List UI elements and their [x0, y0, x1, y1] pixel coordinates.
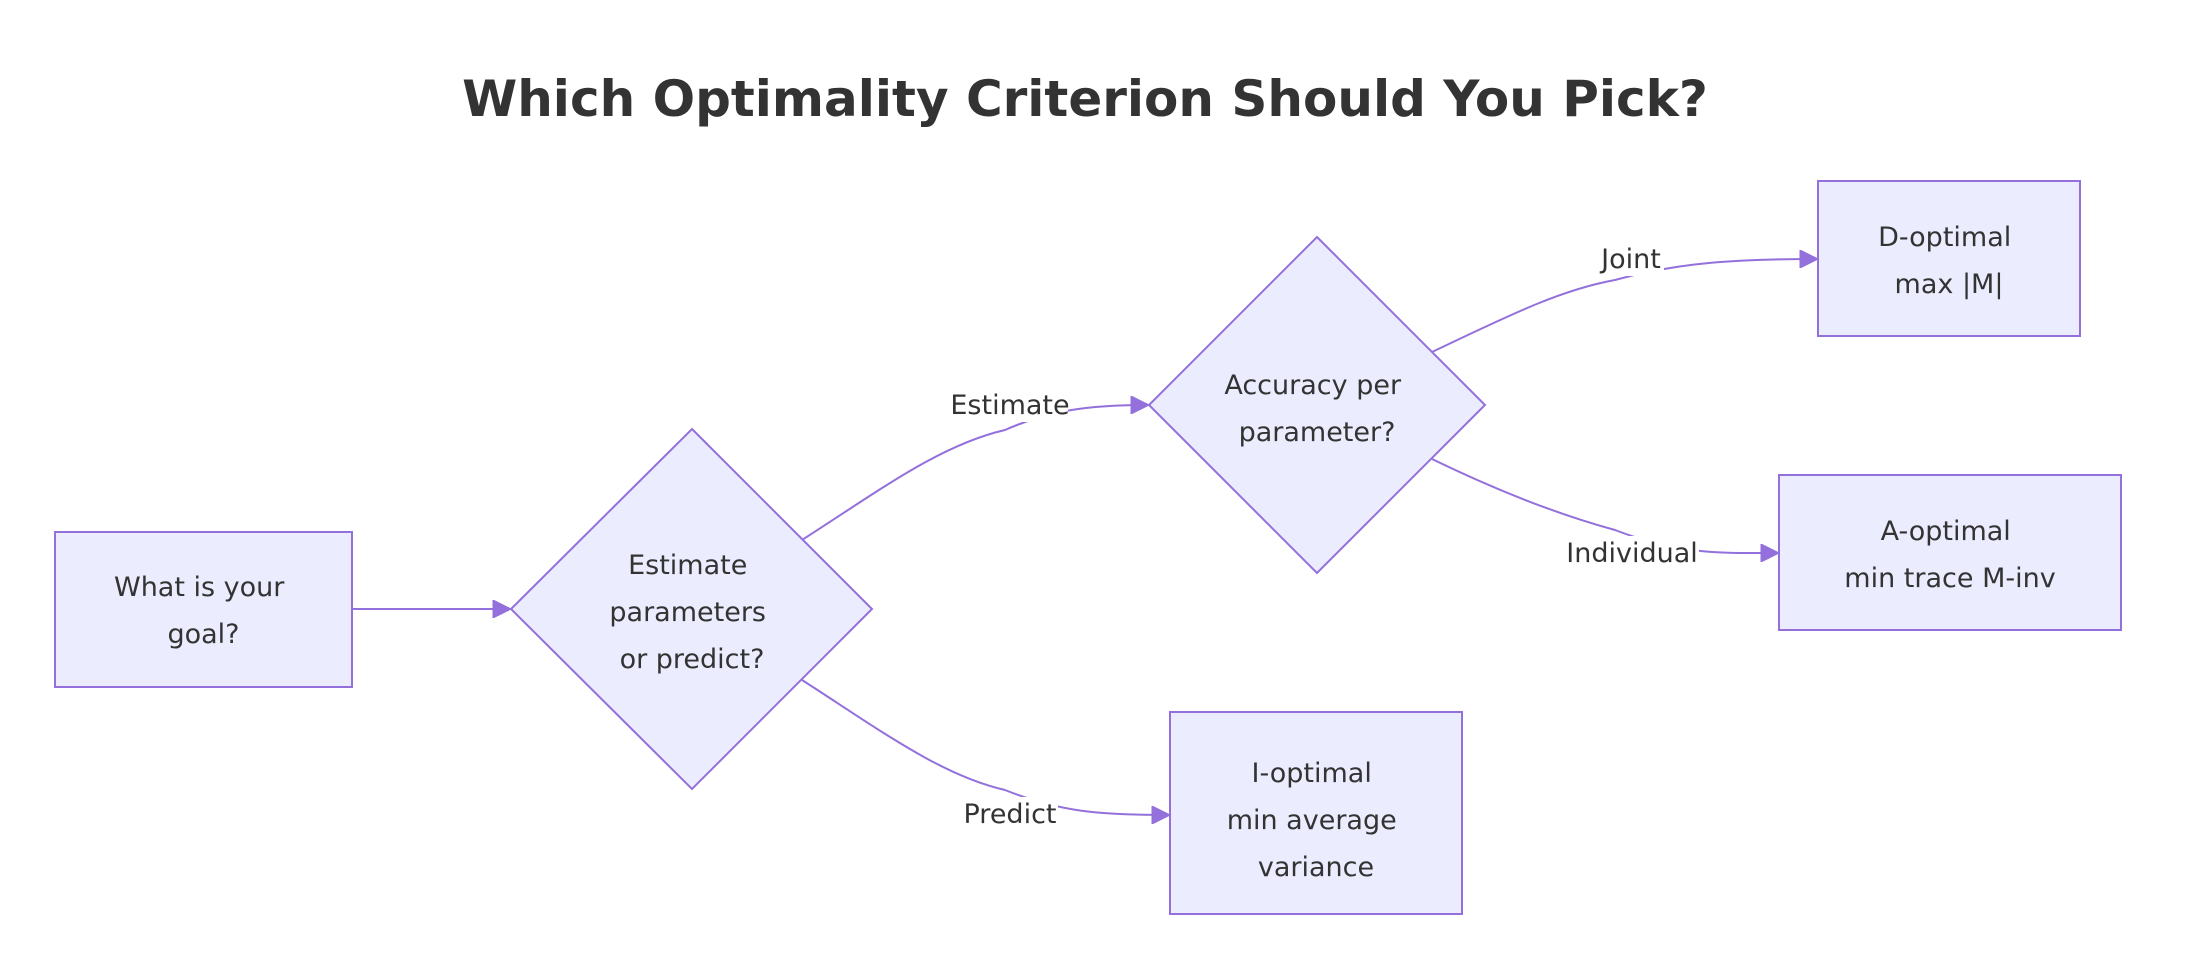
- edge-label-joint: Joint: [1598, 242, 1664, 276]
- svg-text:Individual: Individual: [1566, 538, 1698, 569]
- svg-text:Joint: Joint: [1599, 244, 1661, 275]
- svg-text:Predict: Predict: [964, 799, 1057, 830]
- node-goal-box: [54, 531, 353, 688]
- node-i-optimal-line-1: I-optimal: [1252, 758, 1372, 789]
- svg-text:Estimate: Estimate: [950, 390, 1069, 421]
- decision-diamond: [509, 427, 874, 791]
- node-accuracy-line-2: parameter?: [1239, 417, 1396, 448]
- node-d-optimal-line-1: D-optimal: [1878, 222, 2011, 253]
- edge-joint: [1431, 259, 1816, 353]
- node-estimate-or-predict-line-1: Estimate: [628, 550, 747, 581]
- node-goal-line-2: goal?: [167, 619, 239, 650]
- edge-label-predict: Predict: [962, 797, 1058, 831]
- node-accuracy-line-1: Accuracy per: [1224, 370, 1402, 401]
- node-goal[interactable]: What is your goal?: [54, 531, 353, 688]
- edge-predict: [801, 679, 1168, 815]
- svg-text:D-optimal max |M|: D-optimal max |M|: [1878, 222, 2020, 300]
- node-a-optimal-box: [1778, 474, 2122, 631]
- node-i-optimal-line-2: min average: [1227, 805, 1397, 836]
- edge-labels: Estimate Predict Joint Individual: [950, 242, 1699, 831]
- svg-text:I-optimal min average: I-optimal min average variance: [1227, 758, 1406, 883]
- decision-diamond: [1147, 235, 1487, 575]
- svg-text:A-optimal min trace M-in: A-optimal min trace M-inv: [1844, 516, 2055, 594]
- node-goal-line-1: What is your: [114, 572, 285, 603]
- node-a-optimal-line-2: min trace M-inv: [1844, 563, 2055, 594]
- edge-label-estimate: Estimate: [950, 388, 1070, 422]
- edge-label-individual: Individual: [1565, 536, 1699, 570]
- node-d-optimal-line-2: max |M|: [1895, 269, 2004, 300]
- node-i-optimal[interactable]: I-optimal min average variance: [1169, 711, 1463, 915]
- edges: [352, 259, 1816, 815]
- diagram-title: Which Optimality Criterion Should You Pi…: [462, 70, 1708, 128]
- node-a-optimal-line-1: A-optimal: [1881, 516, 2011, 547]
- svg-text:What is your goal?: What is your goal?: [114, 572, 293, 650]
- edge-individual: [1431, 458, 1777, 553]
- svg-text:Estimate parameters: Estimate parameters or predict?: [609, 550, 774, 675]
- node-a-optimal[interactable]: A-optimal min trace M-inv: [1778, 474, 2122, 631]
- node-estimate-or-predict[interactable]: Estimate parameters or predict?: [509, 427, 874, 791]
- node-i-optimal-line-3: variance: [1258, 852, 1374, 883]
- node-d-optimal-box: [1817, 180, 2081, 337]
- edge-estimate: [801, 405, 1147, 541]
- node-estimate-or-predict-line-3: or predict?: [620, 644, 765, 675]
- node-d-optimal[interactable]: D-optimal max |M|: [1817, 180, 2081, 337]
- svg-text:Accuracy per parameter?: Accuracy per parameter?: [1224, 370, 1409, 448]
- node-estimate-or-predict-line-2: parameters: [609, 597, 766, 628]
- node-i-optimal-box: [1169, 711, 1463, 915]
- node-accuracy[interactable]: Accuracy per parameter?: [1147, 235, 1487, 575]
